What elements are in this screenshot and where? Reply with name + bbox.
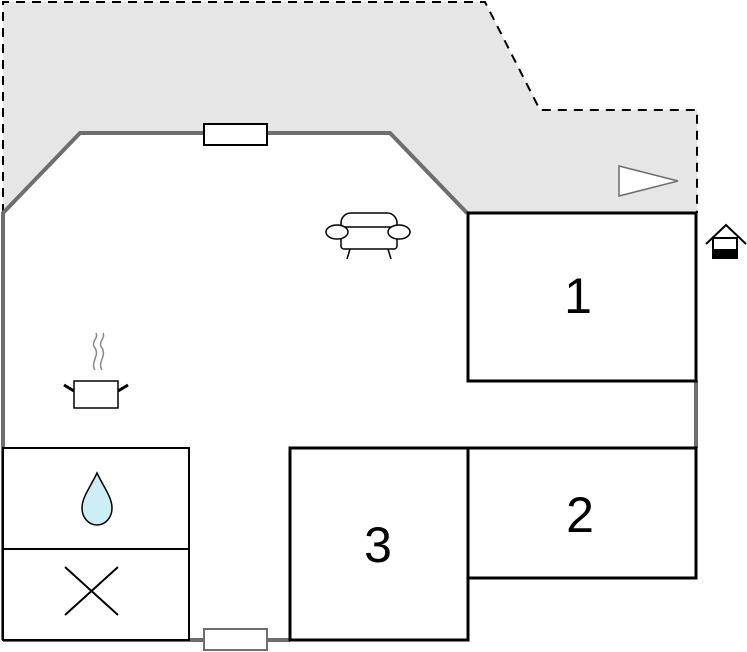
terrace-area xyxy=(3,2,697,213)
room-3-label: 3 xyxy=(364,517,392,573)
room-1-label: 1 xyxy=(564,268,592,324)
entrance-icon xyxy=(705,223,747,259)
direction-arrow-icon xyxy=(618,165,679,197)
outer-wall xyxy=(1,131,469,640)
window-bottom xyxy=(203,628,268,651)
room-3 xyxy=(288,446,470,642)
sofa-icon xyxy=(325,212,411,260)
water-drop-icon xyxy=(81,471,113,526)
room-2-label: 2 xyxy=(566,487,594,543)
room-2 xyxy=(466,446,698,580)
window-top xyxy=(203,123,268,146)
cooking-pot-icon xyxy=(63,332,129,409)
cross-icon xyxy=(64,566,119,616)
room-1 xyxy=(466,211,698,383)
terrace-boundary xyxy=(2,1,698,213)
